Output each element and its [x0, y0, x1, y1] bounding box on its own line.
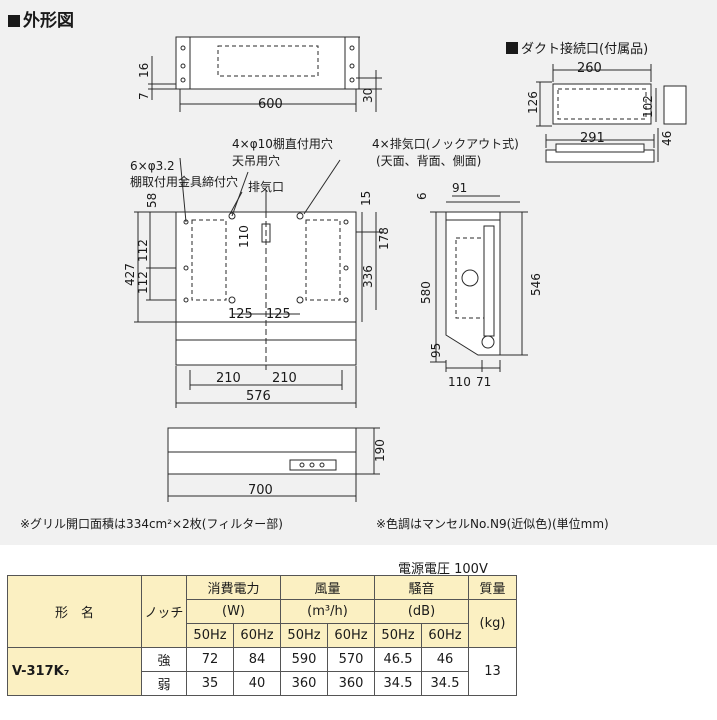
noise-50hz-value: 34.5	[374, 671, 422, 696]
dim-front-112b: 112	[136, 271, 150, 294]
airflow-50hz-value: 590	[280, 647, 328, 672]
label-exhaust-knockout-desc: (天面、背面、側面)	[376, 154, 481, 168]
front-view	[134, 157, 382, 408]
label-hole-small: 6×φ3.2	[130, 159, 175, 173]
label-hole-large-desc: 天吊用穴	[232, 153, 280, 168]
duct-connector-view	[536, 64, 687, 163]
notch-value: 弱	[141, 671, 187, 696]
dim-front-210b: 210	[272, 371, 297, 386]
airflow-unit: (m³/h)	[280, 599, 375, 624]
airflow-60hz-value: 570	[327, 647, 375, 672]
noise-60hz-header: 60Hz	[421, 623, 469, 648]
noise-unit: (dB)	[374, 599, 469, 624]
notch-header: ノッチ	[141, 575, 187, 648]
power-60hz-value: 40	[233, 671, 281, 696]
dim-side-546: 546	[529, 273, 543, 296]
power-50hz-value: 72	[186, 647, 234, 672]
dim-front-210a: 210	[216, 371, 241, 386]
label-hole-large: 4×φ10棚直付用穴	[232, 136, 333, 151]
noise-header: 騒音	[374, 575, 469, 600]
note-grill-area: ※グリル開口面積は334cm²×2枚(フィルター部)	[20, 517, 283, 531]
dim-top-depth: 30	[361, 88, 375, 103]
table-row: 弱 35 40 360 360 34.5 34.5	[8, 671, 517, 696]
mass-value: 13	[468, 647, 517, 696]
dim-top-7: 7	[137, 92, 151, 100]
notch-value: 強	[141, 647, 187, 672]
dim-front-336: 336	[361, 265, 375, 288]
dim-side-580: 580	[419, 281, 433, 304]
dim-front-125b: 125	[266, 307, 291, 322]
airflow-60hz-header: 60Hz	[327, 623, 375, 648]
noise-60hz-value: 34.5	[421, 671, 469, 696]
airflow-header: 風量	[280, 575, 375, 600]
mass-header: 質量	[468, 575, 517, 600]
power-unit: (W)	[186, 599, 281, 624]
dim-bottom-700: 700	[248, 483, 273, 498]
square-bullet-icon	[506, 42, 518, 54]
power-header: 消費電力	[186, 575, 281, 600]
label-hole-small-desc: 棚取付用金具締付穴	[130, 174, 238, 189]
label-exhaust-knockout: 4×排気口(ノックアウト式)	[372, 136, 519, 151]
dim-side-6: 6	[415, 192, 429, 200]
note-color: ※色調はマンセルNo.N9(近似色)(単位mm)	[376, 517, 609, 531]
outline-drawing: 600 30 7 16 260 126 102	[123, 36, 687, 502]
dim-front-427: 427	[123, 263, 137, 286]
page-title: 外形図	[8, 6, 74, 31]
top-view	[148, 36, 382, 112]
outline-drawing-area: 600 30 7 16 260 126 102	[0, 0, 717, 545]
bottom-view	[167, 427, 380, 502]
power-60hz-value: 84	[233, 647, 281, 672]
duct-title: ダクト接続口(付属品)	[506, 38, 648, 57]
dim-duct-height-right: 102	[641, 95, 655, 118]
dim-side-95: 95	[429, 343, 443, 358]
dim-duct-width: 260	[577, 61, 602, 76]
model-header: 形 名	[7, 575, 142, 648]
dim-side-91: 91	[452, 181, 467, 195]
power-voltage: 電源電圧 100V	[398, 562, 488, 577]
model-name: V-317K₇	[7, 647, 142, 696]
dim-front-110: 110	[237, 225, 251, 248]
dim-duct-flange-width: 291	[580, 131, 605, 146]
dim-front-15: 15	[359, 191, 373, 206]
airflow-50hz-header: 50Hz	[280, 623, 328, 648]
dim-front-178: 178	[377, 227, 391, 250]
dim-side-71: 71	[476, 375, 491, 389]
noise-50hz-value: 46.5	[374, 647, 422, 672]
dim-front-112a: 112	[136, 239, 150, 262]
airflow-60hz-value: 360	[327, 671, 375, 696]
power-50hz-value: 35	[186, 671, 234, 696]
table-row: V-317K₇ 強 72 84 590 570 46.5 46 13	[7, 647, 517, 696]
label-exhaust: 排気口	[248, 179, 284, 194]
noise-60hz-value: 46	[421, 647, 469, 672]
square-bullet-icon	[8, 15, 20, 27]
spec-table: 形 名 ノッチ 消費電力 風量 騒音 質量 (W) (m³/h) (dB) (k…	[7, 575, 517, 696]
dim-front-58: 58	[145, 193, 159, 208]
dim-side-110: 110	[448, 375, 471, 389]
dim-duct-height-left: 126	[526, 91, 540, 114]
power-60hz-header: 60Hz	[233, 623, 281, 648]
mass-unit: (kg)	[468, 599, 517, 648]
dim-bottom-190: 190	[373, 439, 387, 462]
power-50hz-header: 50Hz	[186, 623, 234, 648]
dim-duct-flange-height: 46	[660, 131, 674, 146]
dim-top-16: 16	[137, 63, 151, 78]
dim-top-width: 600	[258, 97, 283, 112]
noise-50hz-header: 50Hz	[374, 623, 422, 648]
side-view	[430, 195, 528, 372]
airflow-50hz-value: 360	[280, 671, 328, 696]
dim-front-576: 576	[246, 389, 271, 404]
dim-front-125a: 125	[228, 307, 253, 322]
